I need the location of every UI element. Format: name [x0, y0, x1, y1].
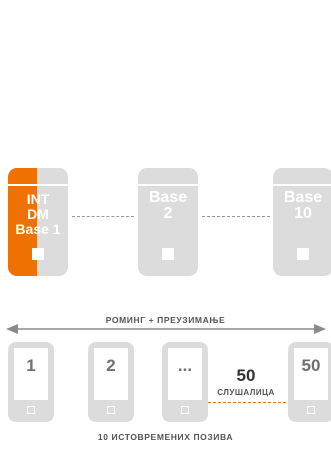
base-led-icon [297, 248, 309, 260]
roaming-label: РОМИНГ + ПРЕУЗИМАЊЕ [105, 315, 226, 325]
base-station-1: INT DM Base 1 [8, 168, 68, 276]
handset-2: 2 [88, 342, 134, 422]
handset-button-icon [307, 406, 315, 414]
handset-count-number: 50 [236, 366, 256, 385]
handset-count-label: СЛУШАЛИЦА [217, 388, 275, 397]
connection-line [72, 216, 134, 217]
handset-button-icon [107, 406, 115, 414]
handset-50: 50 [288, 342, 331, 422]
handset-button-icon [27, 406, 35, 414]
base-station-10: Base 10 [273, 168, 331, 276]
handset-ellipsis: ... [162, 342, 208, 422]
base-led-icon [32, 248, 44, 260]
base-led-icon [162, 248, 174, 260]
base-station-2: Base 2 [138, 168, 198, 276]
base-station-10-label: Base 10 [283, 189, 323, 222]
connection-line [202, 216, 270, 217]
base-station-1-label: INT DM Base 1 [15, 191, 61, 237]
handset-count-underline [208, 402, 286, 403]
simultaneous-calls-label: 10 ИСТОВРЕМЕНИХ ПОЗИВА [97, 432, 234, 442]
handset-button-icon [181, 406, 189, 414]
double-arrow-icon [6, 324, 326, 334]
base-station-2-label: Base 2 [148, 189, 188, 222]
handset-1: 1 [8, 342, 54, 422]
